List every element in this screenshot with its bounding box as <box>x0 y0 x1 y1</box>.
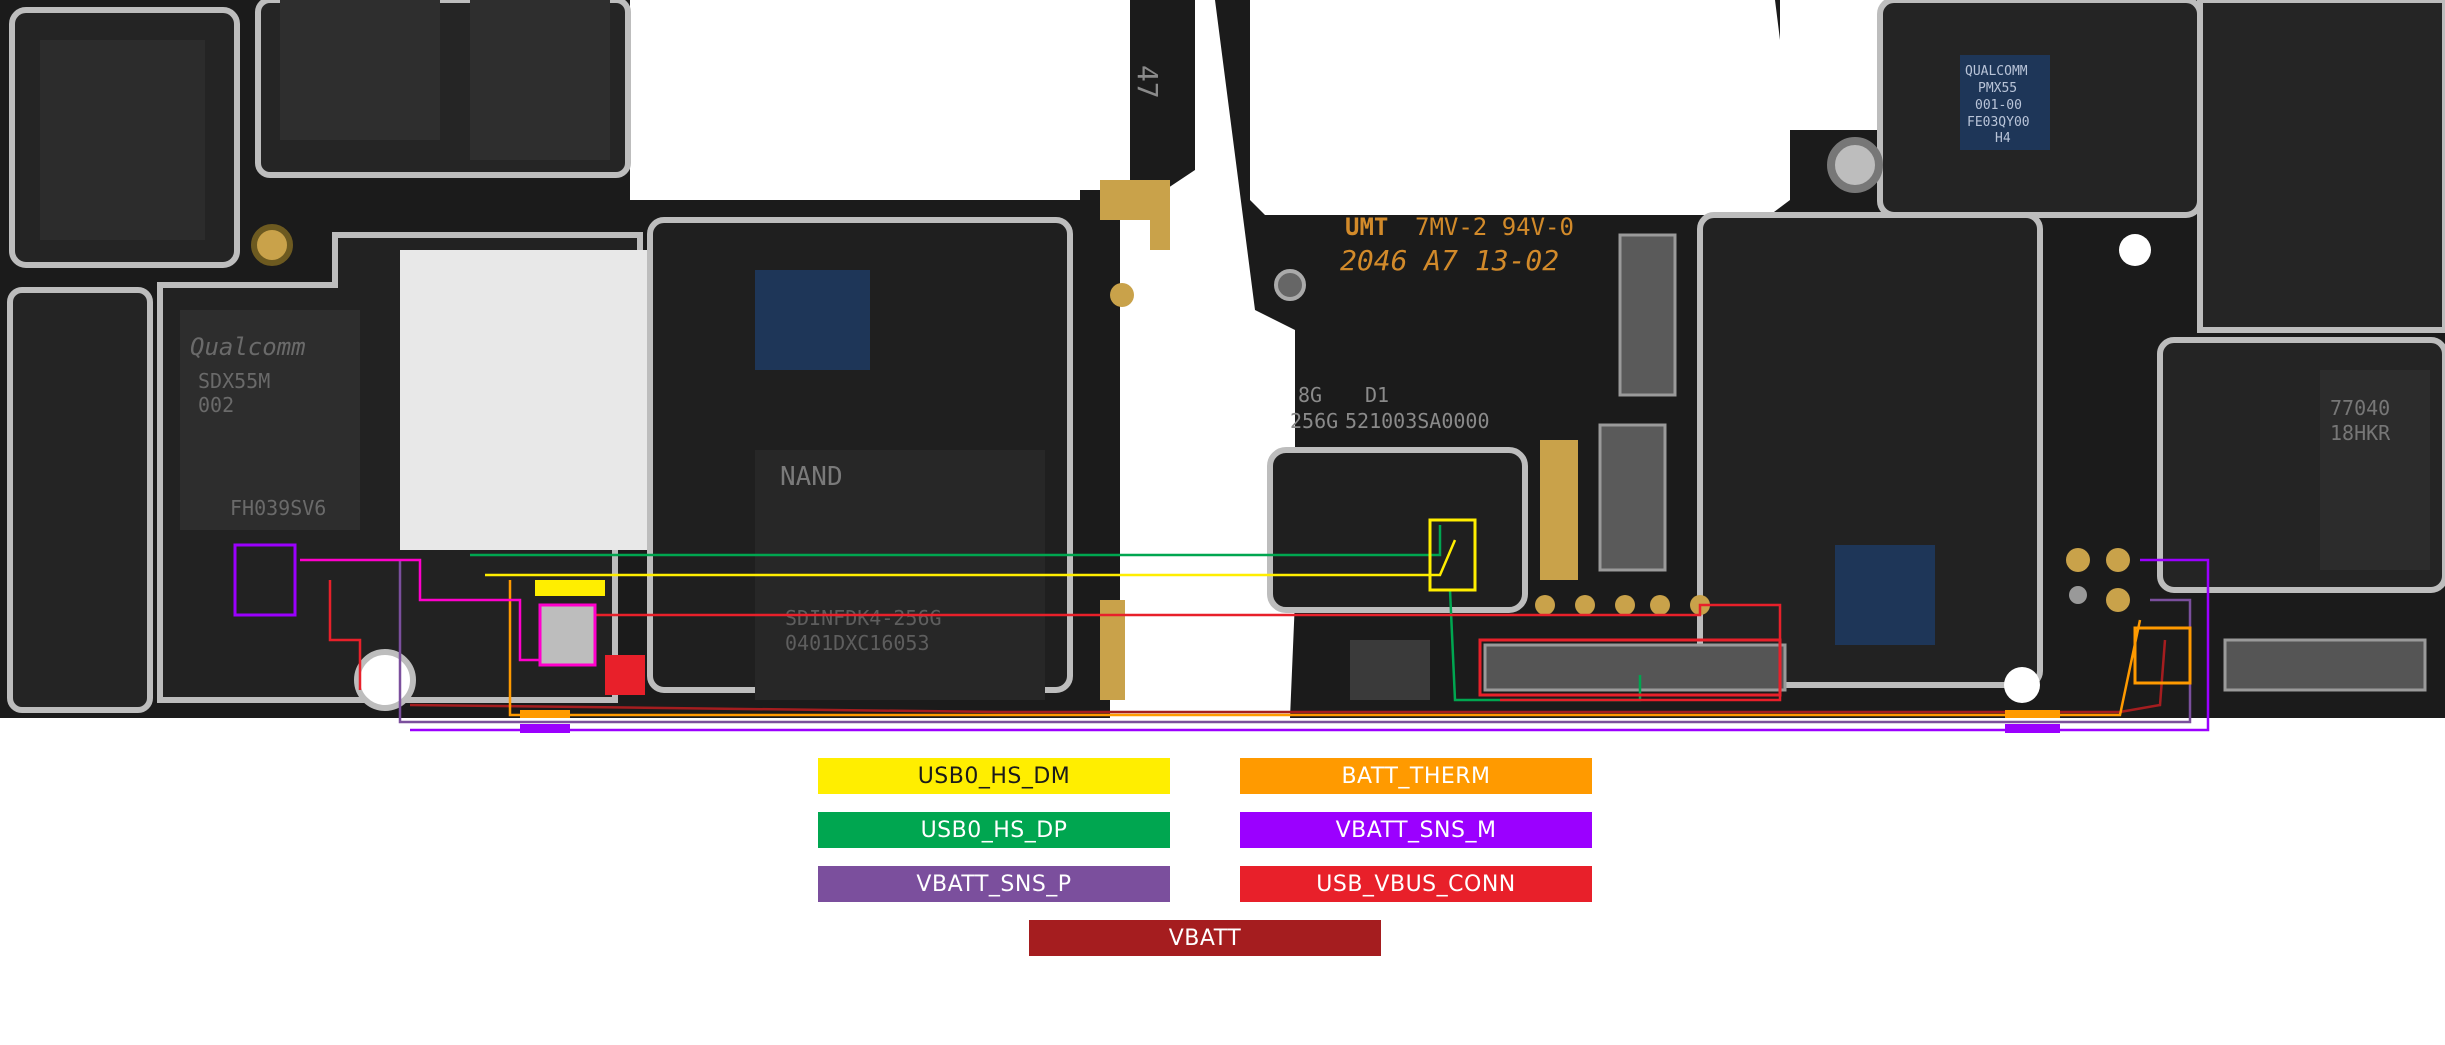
shield-left-strip <box>7 287 153 713</box>
trace-left-detail <box>300 558 580 662</box>
modem-chip <box>180 310 360 530</box>
hole-right-1 <box>2119 234 2151 266</box>
marking-right-chip2: 18HKR <box>2330 421 2391 445</box>
marking-modem-rev: 002 <box>198 393 234 417</box>
marking-modem-part: SDX55M <box>198 369 270 393</box>
pmx-chip <box>1960 55 2050 150</box>
shield-right-mid <box>1697 212 2043 688</box>
connector-mid <box>1598 423 1667 572</box>
trace-left-detail-2 <box>328 580 362 690</box>
connector-right-bottom <box>2223 638 2427 692</box>
screw-hole-right <box>1827 137 1883 193</box>
marking-modem-lot: FH039SV6 <box>230 496 326 520</box>
chip-top-left <box>40 40 205 240</box>
marking-pmx-part: PMX55 <box>1978 81 2017 96</box>
marking-rev: D1 <box>1365 383 1389 407</box>
chip-77040 <box>2320 370 2430 570</box>
connector-left-small <box>1350 640 1430 700</box>
marking-serial: 521003SA0000 <box>1345 409 1490 433</box>
marking-pmx-lot: FE03QY00 <box>1967 115 2030 130</box>
marking-flash-part: SDINFDK4-256G <box>785 606 942 630</box>
trace-batt-therm <box>508 580 2142 717</box>
gold-pad-lower <box>1100 600 1125 700</box>
marking-pmx-brand: QUALCOMM <box>1965 64 2028 79</box>
marking-qualcomm: Qualcomm <box>190 333 306 361</box>
trace-usb0-hs-dm <box>485 539 1457 577</box>
marking-mem-size: 8G <box>1298 383 1322 407</box>
pmic-chip <box>755 270 870 370</box>
marking-flash-lot: 0401DXC16053 <box>785 631 930 655</box>
marking-pmx-id: H4 <box>1995 131 2011 146</box>
gold-pad-upper <box>1100 180 1170 250</box>
legend-usb-vbus-conn: USB_VBUS_CONN <box>1240 866 1592 902</box>
marking-mem-size2: 256G <box>1290 409 1338 433</box>
shield-small-connector <box>1267 447 1528 613</box>
marking-date-code: 2046 A7 13-02 <box>1340 244 1559 277</box>
soc-bga <box>400 250 655 550</box>
legend-vbatt-sns-p: VBATT_SNS_P <box>818 866 1170 902</box>
trace-vbatt-sns-p <box>398 560 2192 724</box>
marking-pmx-rev: 001-00 <box>1975 98 2022 113</box>
trace-vbatt-sns-m <box>410 558 2210 732</box>
hole-right-3 <box>1274 269 1306 301</box>
left-board <box>0 0 1195 718</box>
shield-right-top <box>2197 0 2445 333</box>
legend-usb0-hs-dp: USB0_HS_DP <box>818 812 1170 848</box>
legend-usb0-hs-dm: USB0_HS_DM <box>818 758 1170 794</box>
right-board <box>1215 0 2445 718</box>
trace-usb0-hs-dp <box>470 525 1442 557</box>
connector-bottom <box>1483 643 1787 692</box>
marking-spec: 7MV-2 94V-0 <box>1415 213 1574 241</box>
marking-right-chip: 77040 <box>2330 396 2390 420</box>
hole-right-2 <box>2004 667 2040 703</box>
screw-hole-bottom <box>354 649 416 711</box>
chip-blue-right <box>1835 545 1935 645</box>
legend-vbatt: VBATT <box>1029 920 1381 956</box>
trace-usb-vbus-conn <box>560 603 1782 702</box>
legend-vbatt-sns-m: VBATT_SNS_M <box>1240 812 1592 848</box>
pad-round <box>1110 283 1134 307</box>
marking-vendor: UMT <box>1345 213 1388 241</box>
gold-pad-right <box>1540 440 1578 580</box>
marking-number: 47 <box>1131 65 1164 99</box>
highlighted-parts <box>233 518 2192 733</box>
connector-upper <box>1618 233 1677 397</box>
screw-hole-left <box>251 224 293 266</box>
legend-batt-therm: BATT_THERM <box>1240 758 1592 794</box>
marking-nand: NAND <box>780 462 843 492</box>
